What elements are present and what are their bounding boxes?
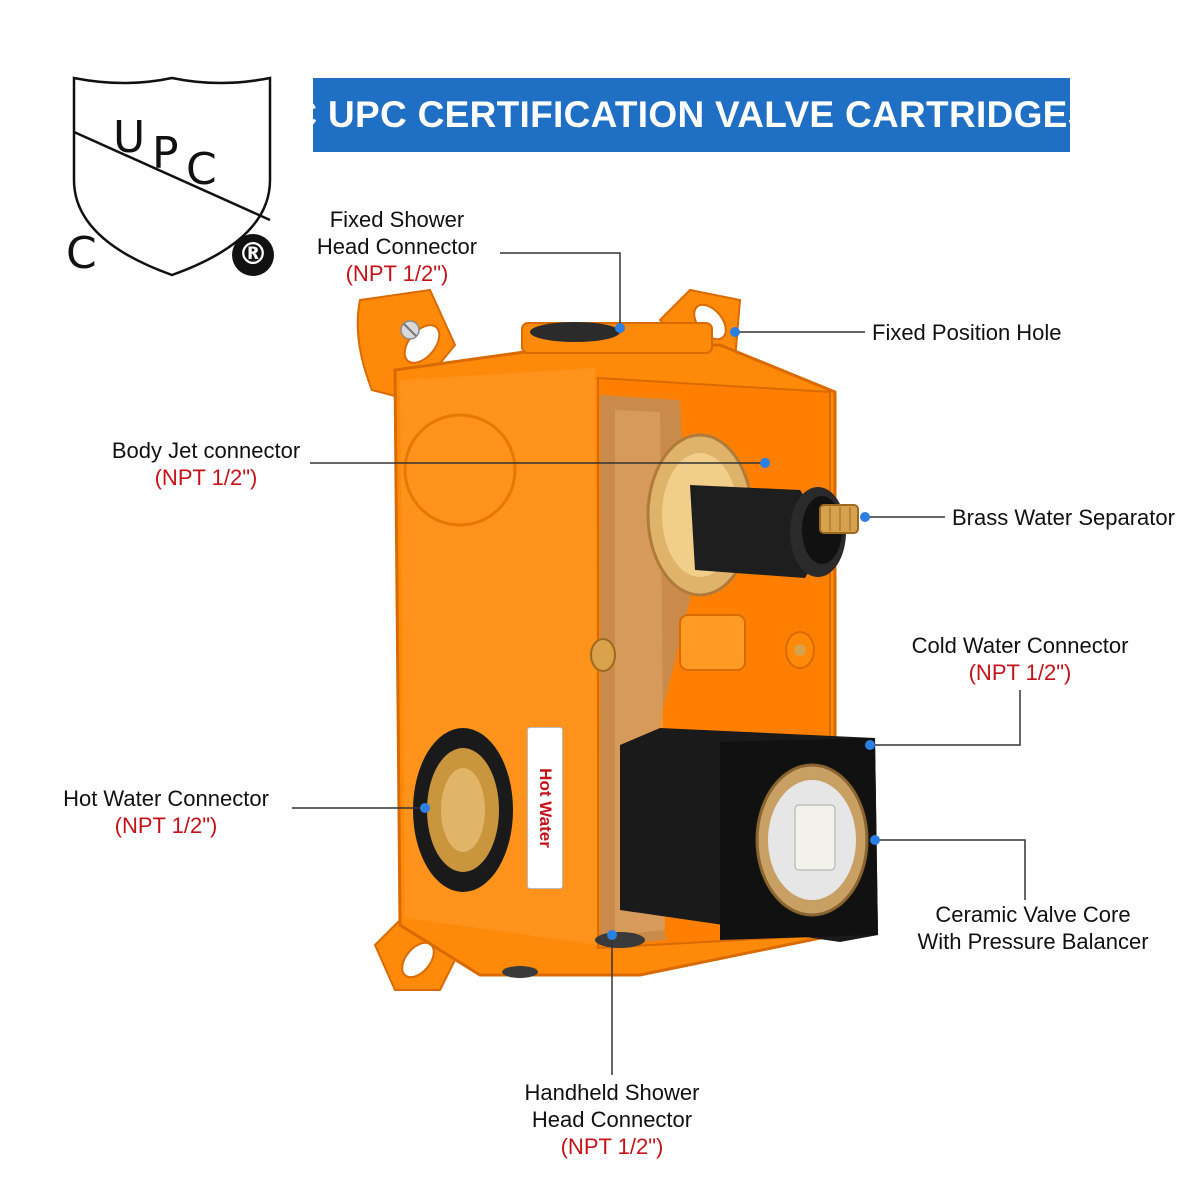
marker-dots — [420, 323, 880, 940]
label-fixed-position-hole: Fixed Position Hole — [872, 320, 1062, 345]
brass-separator — [819, 504, 859, 534]
cupc-shield-icon — [72, 76, 272, 277]
leader-ceramic-core — [875, 839, 1026, 900]
label-fixed-shower-head: Fixed Shower Head Connector (NPT 1/2") — [316, 207, 478, 286]
label-ceramic-valve-core: Ceramic Valve Core With Pressure Balance… — [917, 902, 1149, 954]
label-cold-water-connector: Cold Water Connector (NPT 1/2") — [911, 633, 1129, 685]
title-banner: C UPC CERTIFICATION VALVE CARTRIDGES — [290, 78, 1092, 152]
hot-water-sticker-text: Hot Water — [536, 768, 555, 848]
logo-letter-c: C — [186, 144, 217, 195]
ceramic-core — [794, 804, 836, 871]
label-body-jet-connector: Body Jet connector (NPT 1/2") — [111, 438, 301, 490]
logo-prefix-c: C — [66, 228, 97, 279]
logo-letter-u: U — [113, 112, 146, 163]
leader-cold-water — [870, 690, 1021, 746]
registered-mark-icon: ® — [232, 234, 274, 276]
leader-fixed-shower — [500, 252, 621, 328]
label-brass-water-separator: Brass Water Separator — [952, 505, 1175, 530]
page-title: C UPC CERTIFICATION VALVE CARTRIDGES — [290, 94, 1093, 135]
label-handheld-shower-head: Handheld Shower Head Connector (NPT 1/2"… — [524, 1080, 700, 1159]
logo-letter-p: P — [152, 128, 179, 179]
leader-lines — [292, 252, 1026, 1075]
label-hot-water-connector: Hot Water Connector (NPT 1/2") — [63, 786, 269, 838]
hot-water-sticker: Hot Water — [527, 727, 563, 889]
